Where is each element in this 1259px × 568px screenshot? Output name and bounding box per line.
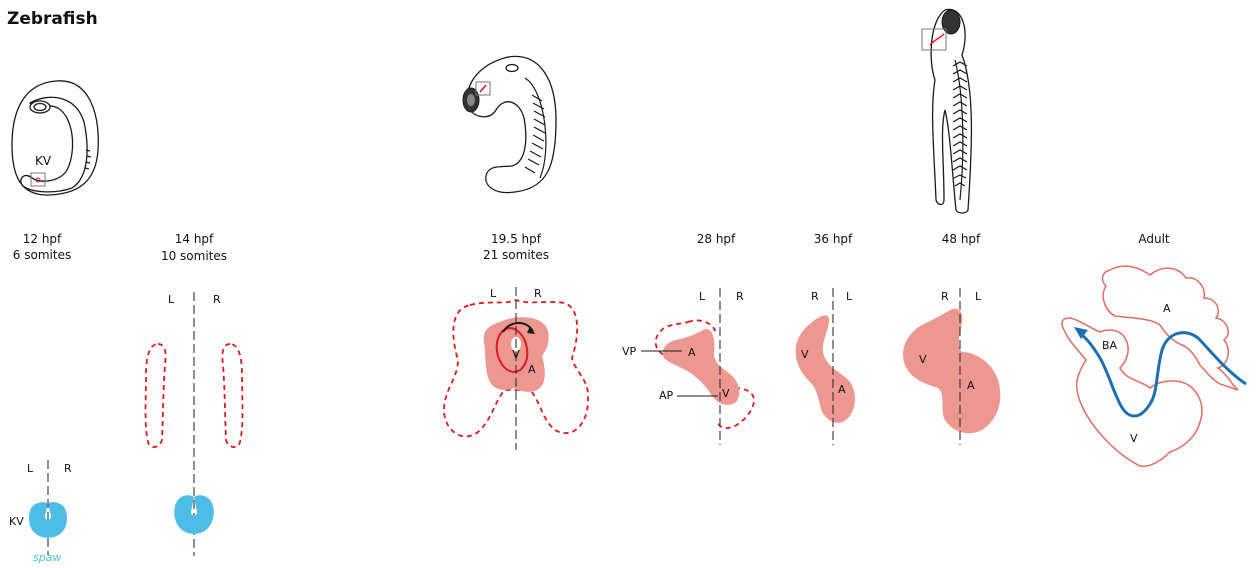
- right-label: R: [213, 293, 221, 306]
- heart-fields-14hpf-diagram: L R: [146, 292, 243, 556]
- bulbus-arteriosus-label: BA: [1102, 339, 1118, 352]
- right-label: R: [811, 290, 819, 303]
- stage-time-label: Adult: [1138, 232, 1170, 246]
- right-label: R: [736, 290, 744, 303]
- left-label: L: [975, 290, 982, 303]
- embryo-48hpf-illustration: [922, 9, 971, 213]
- ventricle-label: V: [919, 353, 927, 366]
- right-label: R: [941, 290, 949, 303]
- left-label: L: [490, 287, 497, 300]
- figure-title: Zebrafish: [7, 9, 98, 29]
- atrium-label: A: [838, 383, 846, 396]
- heart-28hpf-diagram: L R A V VP AP: [622, 288, 754, 445]
- stage-time-label: 19.5 hpf: [491, 232, 542, 246]
- embryo-19-5hpf-illustration: [463, 56, 556, 192]
- ventricle-label: V: [801, 348, 809, 361]
- right-label: R: [534, 287, 542, 300]
- right-heart-field-outline: [222, 344, 242, 447]
- spaw-gene-label: spaw: [33, 551, 61, 564]
- heart-48hpf-diagram: R L V A: [903, 288, 1000, 445]
- left-label: L: [168, 293, 175, 306]
- stage-time-label: 28 hpf: [697, 232, 736, 246]
- kv-12hpf-diagram: L R KV spaw: [9, 460, 72, 564]
- stage-time-label: 14 hpf: [175, 232, 214, 246]
- embryo-12hpf-illustration: [12, 81, 98, 195]
- left-label: L: [699, 290, 706, 303]
- atrium-label: A: [1163, 302, 1171, 315]
- heart-19-5hpf-diagram: L R V A: [444, 287, 588, 450]
- atrium-label: A: [967, 379, 975, 392]
- stage-somites-label: 6 somites: [13, 248, 71, 262]
- heart-adult-diagram: A BA V: [1062, 266, 1246, 466]
- stage-somites-label: 10 somites: [161, 249, 227, 263]
- left-heart-field-outline: [146, 344, 166, 447]
- arterial-pole-label: AP: [659, 389, 674, 402]
- ventricle-label: V: [512, 348, 520, 361]
- stage-time-label: 36 hpf: [814, 232, 853, 246]
- stage-time-label: 12 hpf: [23, 232, 62, 246]
- ventricle-label: V: [722, 387, 730, 400]
- heart-36hpf-diagram: R L V A: [796, 288, 855, 445]
- right-label: R: [64, 462, 72, 475]
- stage-somites-label: 21 somites: [483, 248, 549, 262]
- left-label: L: [27, 462, 34, 475]
- atrium-label: A: [688, 346, 696, 359]
- heart-tissue: [796, 315, 855, 422]
- ventricle-label: V: [1130, 432, 1138, 445]
- kv-label: KV: [9, 515, 24, 528]
- left-label: L: [846, 290, 853, 303]
- stage-time-label: 48 hpf: [942, 232, 981, 246]
- venous-pole-label: VP: [622, 345, 637, 358]
- heart-tissue: [903, 309, 1000, 433]
- kv-embryo-label: KV: [35, 154, 52, 168]
- atrium-label: A: [528, 363, 536, 376]
